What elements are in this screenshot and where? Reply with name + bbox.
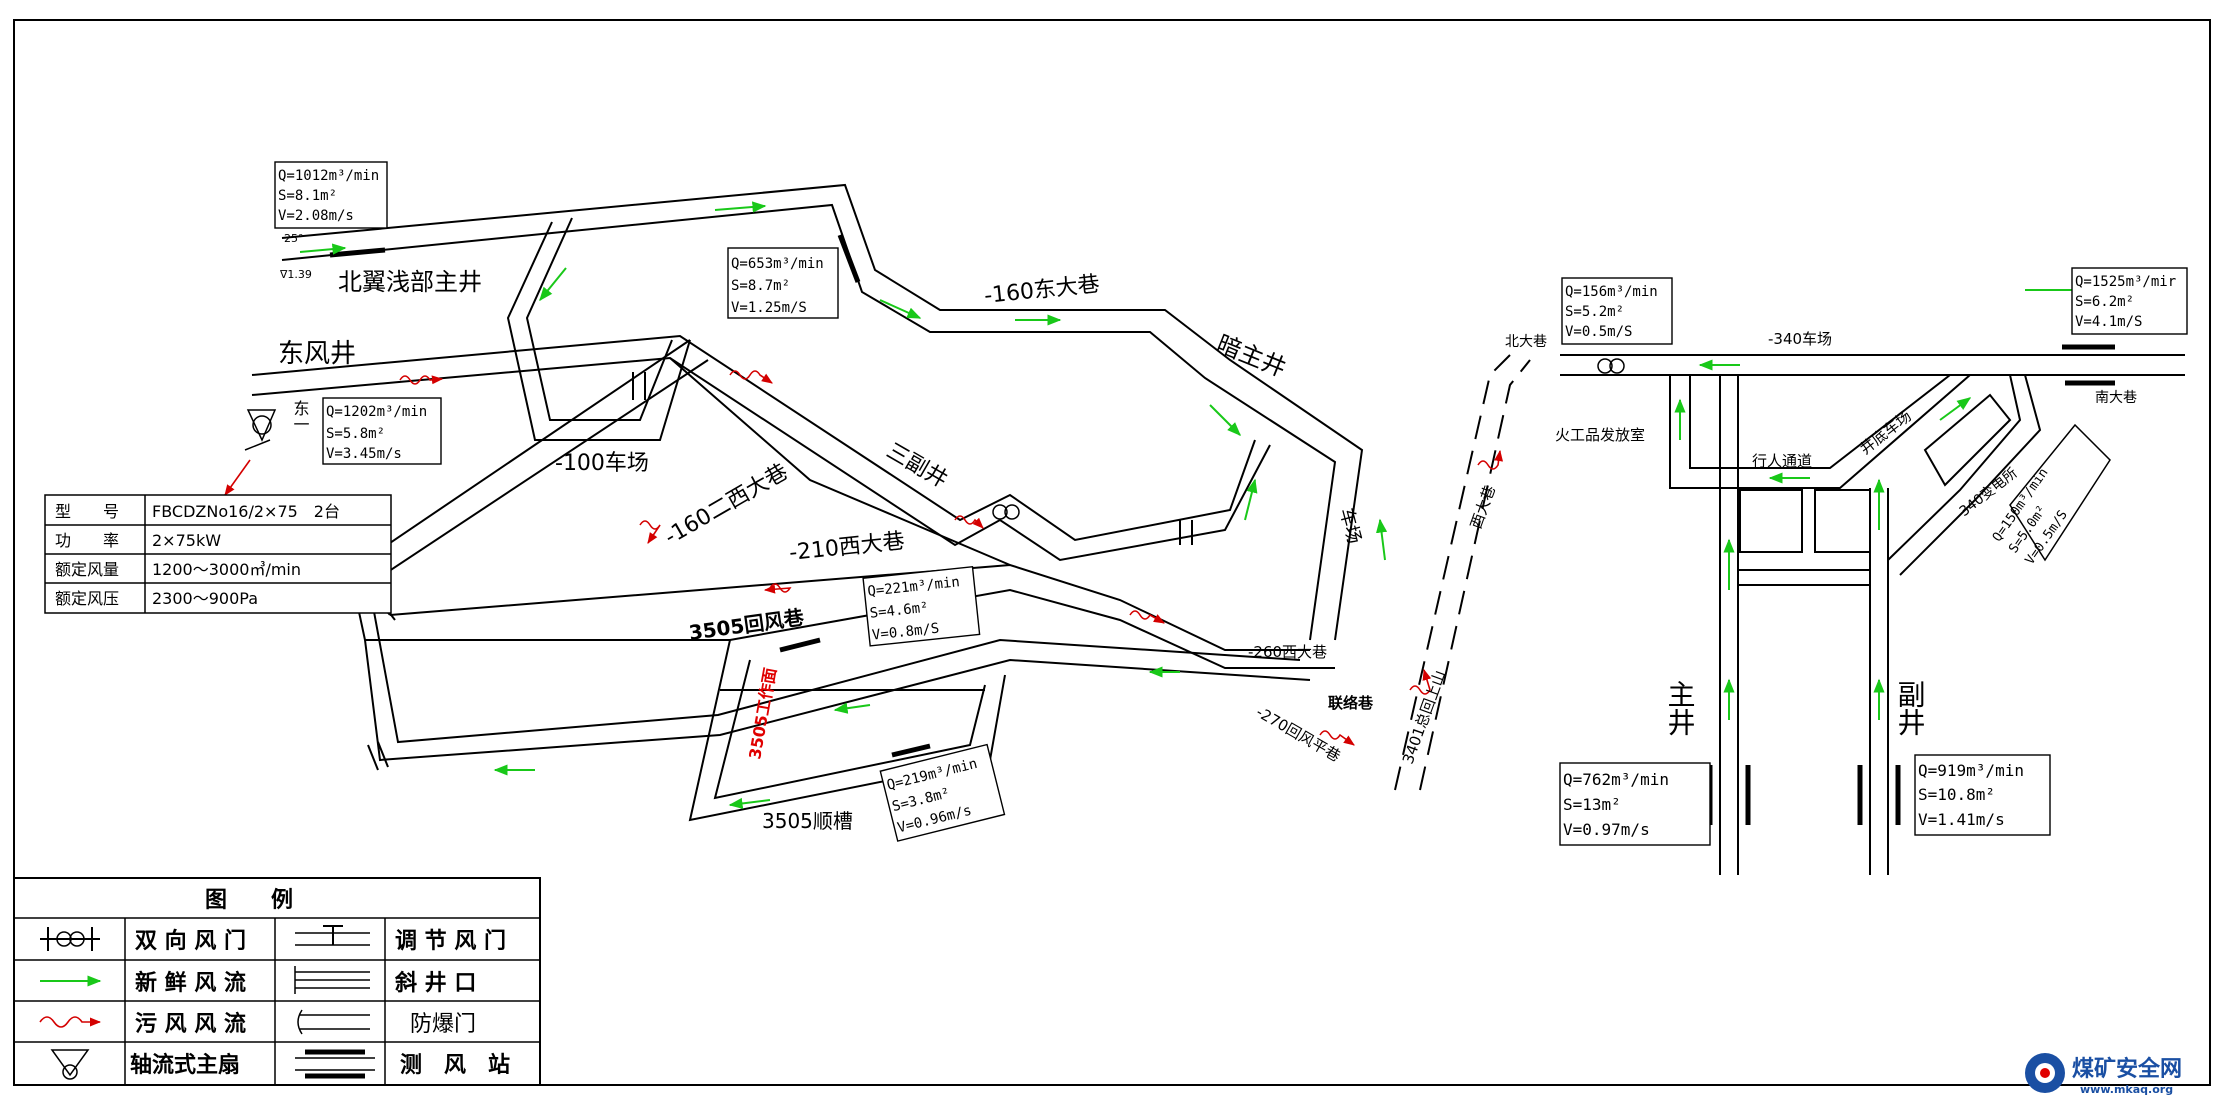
roadway-labels: -160东大巷 -160二西大巷 -210西大巷 -100车场 3505回风巷 … <box>555 272 2137 833</box>
label-trough3505: 3505顺槽 <box>762 809 853 833</box>
svg-text:S=4.6m²: S=4.6m² <box>869 600 929 622</box>
elevation-mark: ∇1.39 <box>279 268 312 281</box>
station-box-s4: Q=221m³/min S=4.6m² V=0.8m/S <box>862 565 981 647</box>
station-box-s3: Q=1202m³/min S=5.8m² V=3.45m/s <box>322 397 442 465</box>
station-box-s6: Q=156m³/min S=5.2m² V=0.5m/S <box>1561 277 1673 345</box>
fan-spec-key: 额定风压 <box>55 589 119 608</box>
foul-air-icon <box>39 1016 102 1028</box>
angle-mark: 25° <box>284 232 304 245</box>
label-bottom-yard: 井底车场 <box>1856 407 1914 458</box>
svg-text:V=0.8m/S: V=0.8m/S <box>871 621 940 644</box>
label-aux-shaft: 副井 <box>1894 680 1927 736</box>
legend: 图 例 双 向 风 门 调 节 风 门 新 鲜 风 流 斜 井 口 <box>13 877 541 1086</box>
station-box-s2: Q=653m³/min S=8.7m² V=1.25m/S <box>727 247 839 319</box>
svg-text:S=8.1m²: S=8.1m² <box>278 188 337 204</box>
label-e160: -160东大巷 <box>983 272 1101 309</box>
fan-spec-key: 型 号 <box>55 502 119 521</box>
main-fan-symbol <box>244 409 277 451</box>
fan-spec-value: 2×75kW <box>152 531 221 550</box>
label-third-aux-shaft: 三副井 <box>882 439 952 494</box>
label-station340: -340车场 <box>1768 330 1832 348</box>
watermark-url: www.mkaq.org <box>2080 1083 2173 1096</box>
svg-text:V=1.25m/S: V=1.25m/S <box>731 300 807 316</box>
station-box-s9: Q=762m³/min S=13m² V=0.97m/s <box>1559 762 1711 846</box>
legend-label: 调 节 风 门 <box>395 928 506 954</box>
label-explosives: 火工品发放室 <box>1555 426 1645 444</box>
incline-shaft-mouth-icon <box>294 966 370 994</box>
label-up3401: 3401总回上山 <box>1399 668 1449 766</box>
legend-label: 斜 井 口 <box>394 970 476 996</box>
label-north-main: 北大巷 <box>1505 334 1547 350</box>
svg-text:S=13m²: S=13m² <box>1563 795 1621 814</box>
legend-title: 图 例 <box>205 888 293 913</box>
svg-text:V=0.5m/S: V=0.5m/S <box>1565 324 1632 340</box>
side-mark: 东一 <box>291 400 310 432</box>
svg-text:Q=1202m³/min: Q=1202m³/min <box>326 404 427 420</box>
site-watermark: 煤矿安全网 www.mkaq.org <box>2025 1053 2182 1096</box>
measuring-station-icon <box>295 1049 375 1079</box>
label-east-wind-shaft: 东风井 <box>278 339 356 369</box>
legend-label: 双 向 风 门 <box>135 928 246 954</box>
legend-label: 测 风 站 <box>400 1053 510 1078</box>
legend-label: 污 风 风 流 <box>135 1011 246 1037</box>
svg-text:Q=653m³/min: Q=653m³/min <box>731 256 824 272</box>
svg-text:Q=762m³/min: Q=762m³/min <box>1563 770 1669 789</box>
svg-text:V=2.08m/s: V=2.08m/s <box>278 208 354 224</box>
fresh-air-arrows <box>299 201 2087 809</box>
label-face3505: 3505工作面 <box>745 666 780 760</box>
label-w160: -160二西大巷 <box>661 460 793 551</box>
small-marks: 25° ∇1.39 东一 <box>279 232 312 432</box>
bidirectional-door-icon <box>40 927 100 951</box>
svg-text:S=6.2m²: S=6.2m² <box>2075 294 2134 310</box>
svg-text:Q=1012m³/min: Q=1012m³/min <box>278 168 379 184</box>
svg-text:Q=156m³/min: Q=156m³/min <box>1565 284 1658 300</box>
svg-text:Q=919m³/min: Q=919m³/min <box>1918 761 2024 780</box>
svg-text:V=4.1m/S: V=4.1m/S <box>2075 314 2142 330</box>
svg-text:S=5.2m²: S=5.2m² <box>1565 304 1624 320</box>
regulator-door-icon <box>295 925 370 946</box>
fan-spec-table: 型 号 FBCDZNo16/2×75 2台 功 率 2×75kW 额定风量 12… <box>44 494 392 614</box>
svg-text:S=10.8m²: S=10.8m² <box>1918 785 1995 804</box>
label-walkway: 行人通道 <box>1752 452 1812 470</box>
legend-label: 新 鲜 风 流 <box>135 970 246 996</box>
watermark-name: 煤矿安全网 <box>2072 1056 2182 1082</box>
svg-text:Q=1525m³/mir: Q=1525m³/mir <box>2075 274 2176 290</box>
fan-spec-value: 1200～3000㎥/min <box>152 560 301 579</box>
station-box-s1: Q=1012m³/min S=8.1m² V=2.08m/s <box>274 161 388 229</box>
svg-text:V=1.41m/s: V=1.41m/s <box>1918 810 2005 829</box>
axial-main-fan-icon <box>50 1049 90 1080</box>
foul-air-arrows <box>224 370 1504 746</box>
station-box-s7: Q=1525m³/mir S=6.2m² V=4.1m/S <box>2071 267 2188 335</box>
air-doors <box>367 358 1625 771</box>
label-main-shaft: 主井 <box>1664 680 1697 736</box>
svg-text:S=5.8m²: S=5.8m² <box>326 426 385 442</box>
svg-text:S=8.7m²: S=8.7m² <box>731 278 790 294</box>
legend-label: 防爆门 <box>410 1012 476 1037</box>
label-w210: -210西大巷 <box>788 529 906 566</box>
fan-spec-key: 功 率 <box>55 531 119 550</box>
label-south-main: 南大巷 <box>2095 390 2137 406</box>
label-station100: -100车场 <box>555 451 649 476</box>
fan-spec-key: 额定风量 <box>55 560 119 579</box>
fan-spec-value: 2300～900Pa <box>152 589 258 608</box>
label-yard: 车场 <box>1335 506 1365 546</box>
fan-spec-value: FBCDZNo16/2×75 2台 <box>152 502 340 521</box>
blast-door-icon <box>297 1009 370 1035</box>
station-box-s10: Q=919m³/min S=10.8m² V=1.41m/s <box>1914 754 2051 836</box>
label-return3505: 3505回风巷 <box>687 605 806 645</box>
label-west-main: 西大巷 <box>1467 483 1499 531</box>
svg-text:V=0.97m/s: V=0.97m/s <box>1563 820 1650 839</box>
label-w260: -260西大巷 <box>1248 643 1327 661</box>
drawing-frame <box>13 19 2211 1086</box>
legend-label: 轴流式主扇 <box>130 1052 240 1078</box>
label-link: 联络巷 <box>1328 694 1374 712</box>
label-north-wing-shaft: 北翼浅部主井 <box>338 268 482 296</box>
svg-text:V=3.45m/s: V=3.45m/s <box>326 446 402 462</box>
airways <box>251 183 2185 875</box>
